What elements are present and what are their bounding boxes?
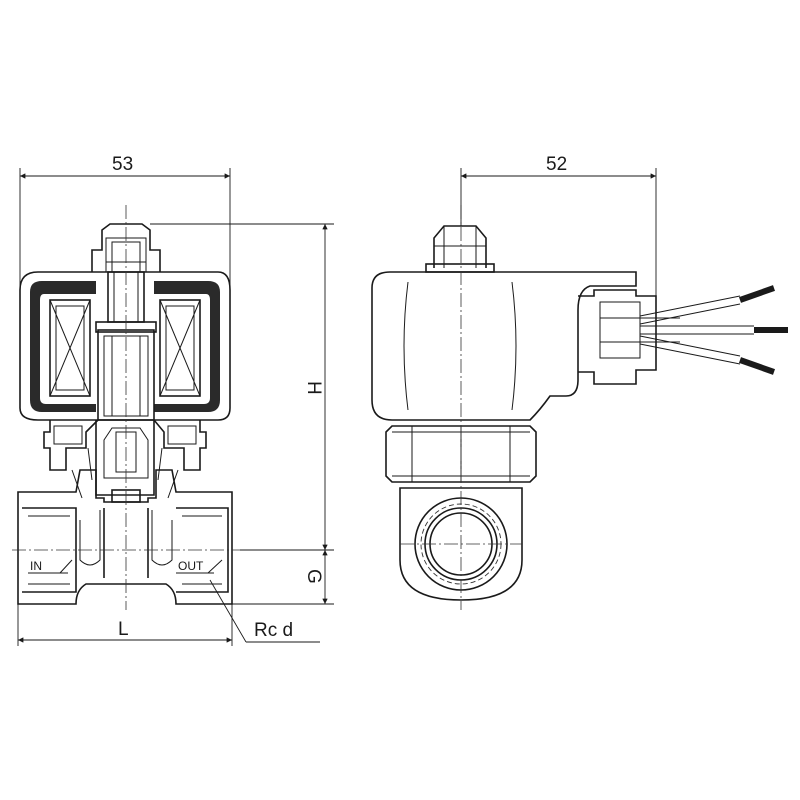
outlet-label: OUT — [178, 559, 204, 573]
dimension-length: L — [17, 604, 233, 646]
dimension-width-front: 53 — [19, 154, 231, 290]
front-section-view: IN OUT — [12, 205, 240, 610]
coil-winding-right — [159, 299, 201, 397]
inlet-label-group: IN — [28, 559, 73, 574]
inlet-label: IN — [30, 559, 42, 573]
dimension-port-thread: Rc d — [209, 579, 320, 643]
dimension-height-label: H — [303, 381, 324, 395]
dimension-height: H — [150, 223, 334, 551]
dimension-length-label: L — [118, 619, 129, 640]
coil-winding-left — [49, 299, 91, 397]
dimension-port-height: G — [232, 550, 334, 605]
dimension-width-side: 52 — [460, 154, 657, 296]
side-view — [371, 205, 788, 610]
dimension-width-side-label: 52 — [546, 154, 567, 175]
lead-wires — [639, 285, 788, 375]
dimension-port-height-label: G — [303, 569, 324, 584]
dimension-width-front-label: 53 — [112, 154, 133, 175]
outlet-label-group: OUT — [176, 559, 223, 574]
dimension-port-thread-label: Rc d — [254, 620, 293, 641]
